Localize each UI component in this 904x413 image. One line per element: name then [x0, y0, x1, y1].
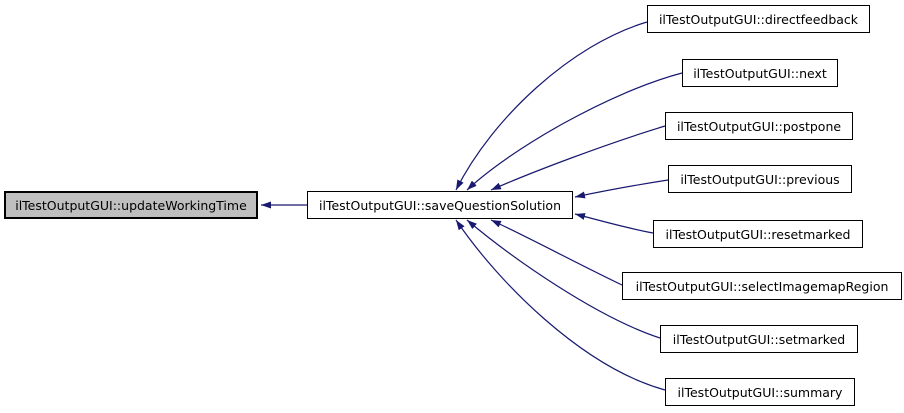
edge-setmarked-to-save [466, 219, 661, 339]
node-postpone-label: ilTestOutputGUI::postpone [676, 118, 842, 134]
node-selectimagemapregion[interactable]: ilTestOutputGUI::selectImagemapRegion [622, 272, 902, 300]
node-resetmarked[interactable]: ilTestOutputGUI::resetmarked [653, 220, 863, 248]
node-setmarked[interactable]: ilTestOutputGUI::setmarked [660, 325, 858, 353]
node-savequestionsolution-label: ilTestOutputGUI::saveQuestionSolution [318, 197, 562, 213]
edge-resetmarked-to-save [574, 213, 654, 234]
node-directfeedback-label: ilTestOutputGUI::directfeedback [658, 11, 859, 27]
edge-summary-to-save [455, 219, 666, 391]
node-selectimagemapregion-label: ilTestOutputGUI::selectImagemapRegion [635, 278, 889, 294]
node-updateworkingtime[interactable]: ilTestOutputGUI::updateWorkingTime [4, 191, 258, 219]
node-updateworkingtime-label: ilTestOutputGUI::updateWorkingTime [15, 197, 247, 213]
node-setmarked-label: ilTestOutputGUI::setmarked [672, 331, 846, 347]
edge-next-to-save [466, 72, 683, 191]
edge-selectimagemapregion-to-save [490, 219, 623, 286]
node-previous[interactable]: ilTestOutputGUI::previous [668, 165, 852, 193]
node-next-label: ilTestOutputGUI::next [693, 65, 827, 81]
edge-directfeedback-to-save [455, 21, 648, 191]
node-previous-label: ilTestOutputGUI::previous [680, 171, 840, 187]
node-postpone[interactable]: ilTestOutputGUI::postpone [665, 112, 853, 140]
edge-previous-to-save [574, 179, 669, 199]
node-resetmarked-label: ilTestOutputGUI::resetmarked [665, 226, 851, 242]
node-summary[interactable]: ilTestOutputGUI::summary [665, 378, 855, 406]
node-savequestionsolution[interactable]: ilTestOutputGUI::saveQuestionSolution [307, 191, 573, 219]
node-next[interactable]: ilTestOutputGUI::next [682, 59, 838, 87]
node-directfeedback[interactable]: ilTestOutputGUI::directfeedback [647, 5, 870, 33]
edge-postpone-to-save [490, 125, 666, 191]
node-summary-label: ilTestOutputGUI::summary [677, 384, 843, 400]
